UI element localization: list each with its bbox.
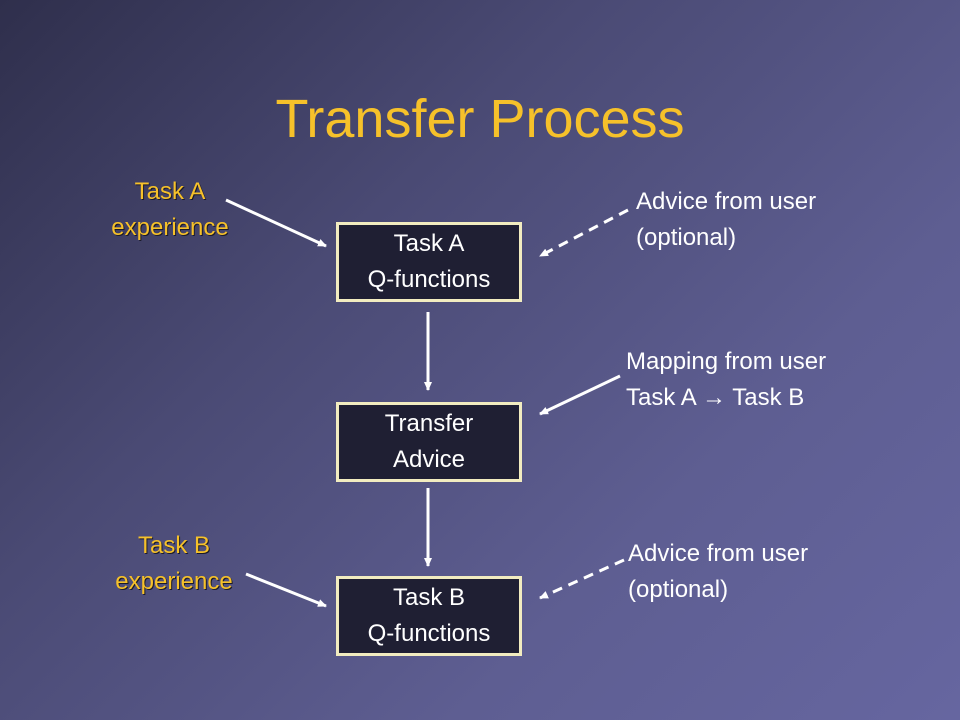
advice-top-line2: (optional) — [636, 224, 737, 251]
slide-title: Transfer Process — [275, 89, 685, 149]
task-a-q-functions-box: Task A Q-functions — [336, 222, 522, 302]
task-a-box-line2: Q-functions — [367, 266, 491, 293]
transfer-advice-box: Transfer Advice — [336, 402, 522, 482]
task-a-experience-line2: experience — [111, 214, 229, 241]
arrow-task-b-experience — [245, 572, 327, 608]
advice-from-user-bottom-label: Advice from user (optional) — [628, 536, 808, 608]
advice-top-line1: Advice from user — [636, 188, 817, 215]
task-b-box-line1: Task B — [392, 584, 466, 611]
task-a-experience-line1: Task A — [134, 178, 206, 205]
task-b-q-functions-box: Task B Q-functions — [336, 576, 522, 656]
mapping-line2: Task A → Task B — [626, 384, 805, 411]
task-b-experience-line1: Task B — [137, 532, 211, 559]
transfer-box-line1: Transfer — [384, 410, 474, 437]
task-a-box-line1: Task A — [393, 230, 465, 257]
arrow-task-a-experience — [225, 198, 327, 248]
arrow-advice-bottom-dashed — [539, 558, 625, 600]
task-b-experience-line2: experience — [115, 568, 233, 595]
transfer-box-line2: Advice — [392, 446, 466, 473]
advice-from-user-top-label: Advice from user (optional) — [636, 184, 816, 256]
mapping-line1: Mapping from user — [626, 348, 827, 375]
mapping-from-user-label: Mapping from user Task A → Task B — [626, 344, 826, 416]
arrow-advice-top-dashed — [539, 208, 629, 258]
advice-bottom-line2: (optional) — [628, 576, 729, 603]
arrow-mapping — [539, 374, 621, 416]
advice-bottom-line1: Advice from user — [628, 540, 809, 567]
task-b-experience-label: Task B experience — [84, 528, 264, 600]
task-a-experience-label: Task A experience — [80, 174, 260, 246]
task-b-box-line2: Q-functions — [367, 620, 491, 647]
